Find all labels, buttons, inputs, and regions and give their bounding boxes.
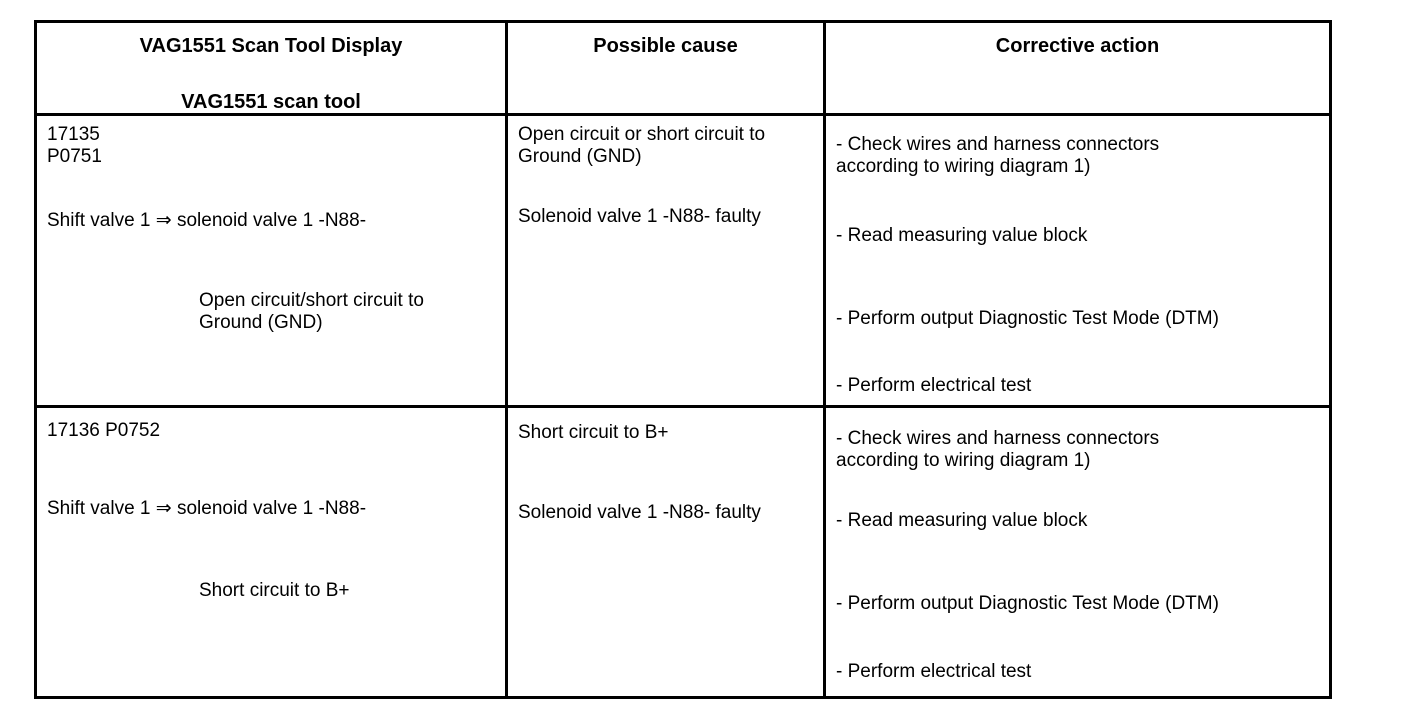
- fault-detail: Open circuit/short circuit to Ground (GN…: [199, 290, 424, 333]
- dtc-row1-cause-cell: Open circuit or short circuit to Ground …: [505, 113, 823, 405]
- header-corrective-action-title: Corrective action: [995, 35, 1160, 57]
- dtc-code: 17135 P0751: [47, 124, 102, 167]
- action-item: - Read measuring value block: [836, 225, 1088, 246]
- action-item: - Check wires and harness connectors acc…: [836, 134, 1160, 177]
- header-possible-cause: Possible cause: [505, 23, 823, 113]
- cause-text: Solenoid valve 1 -N88- faulty: [518, 502, 761, 523]
- action-item: - Perform electrical test: [836, 375, 1032, 396]
- fault-description: Shift valve 1 ⇒ solenoid valve 1 -N88-: [47, 210, 367, 231]
- cause-text: Short circuit to B+: [518, 422, 669, 443]
- header-corrective-action: Corrective action: [823, 23, 1329, 113]
- fault-description: Shift valve 1 ⇒ solenoid valve 1 -N88-: [47, 498, 367, 519]
- diagnostic-trouble-code-table: VAG1551 Scan Tool Display VAG1551 scan t…: [34, 20, 1332, 699]
- action-item: - Perform output Diagnostic Test Mode (D…: [836, 308, 1219, 329]
- dtc-row2-action-cell: - Check wires and harness connectors acc…: [823, 405, 1329, 696]
- header-scan-tool-display: VAG1551 Scan Tool Display VAG1551 scan t…: [37, 23, 505, 113]
- header-scan-tool-display-subtitle: VAG1551 scan tool: [181, 91, 361, 113]
- header-scan-tool-display-title: VAG1551 Scan Tool Display: [139, 35, 403, 57]
- dtc-row1-action-cell: - Check wires and harness connectors acc…: [823, 113, 1329, 405]
- cause-text: Open circuit or short circuit to Ground …: [518, 124, 766, 167]
- fault-detail: Short circuit to B+: [199, 580, 350, 601]
- dtc-row2-cause-cell: Short circuit to B+ Solenoid valve 1 -N8…: [505, 405, 823, 696]
- action-item: - Perform output Diagnostic Test Mode (D…: [836, 593, 1219, 614]
- dtc-row2-display-cell: 17136 P0752 Shift valve 1 ⇒ solenoid val…: [37, 405, 505, 696]
- action-item: - Perform electrical test: [836, 661, 1032, 682]
- action-item: - Read measuring value block: [836, 510, 1088, 531]
- cause-text: Solenoid valve 1 -N88- faulty: [518, 206, 761, 227]
- dtc-code: 17136 P0752: [47, 420, 161, 441]
- header-possible-cause-title: Possible cause: [593, 35, 738, 57]
- action-item: - Check wires and harness connectors acc…: [836, 428, 1160, 471]
- dtc-row1-display-cell: 17135 P0751 Shift valve 1 ⇒ solenoid val…: [37, 113, 505, 405]
